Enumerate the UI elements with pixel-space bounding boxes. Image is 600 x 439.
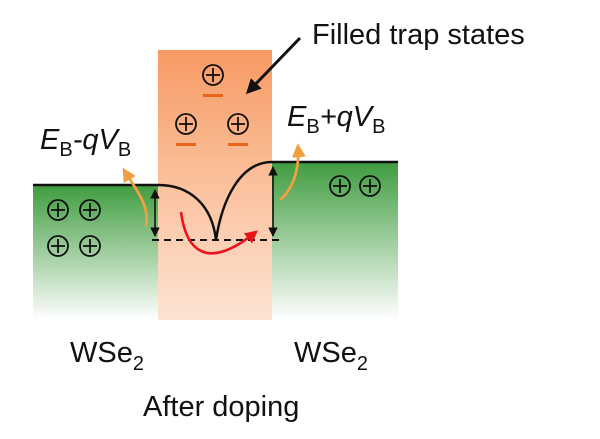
trap-state-icon [175, 113, 197, 146]
trap-pointer-arrow [245, 36, 302, 95]
circled-plus-icon [329, 175, 351, 197]
circled-plus-icon [47, 199, 69, 221]
left-material-label: WSe2 [70, 337, 144, 375]
right-barrier-label: EB+qVB [287, 101, 385, 138]
circled-plus-icon [47, 235, 69, 257]
right-emission-arrow [279, 143, 306, 202]
right-holes [329, 175, 381, 197]
circled-plus-icon [79, 199, 101, 221]
filled-trap-states-label: Filled trap states [312, 19, 525, 51]
transport-arrow [179, 211, 259, 255]
right-wse2-region [272, 162, 398, 320]
left-holes [47, 199, 101, 257]
caption: After doping [143, 391, 299, 423]
left-emission-arrow [122, 167, 149, 227]
doped-region [158, 50, 272, 320]
circled-plus-icon [79, 235, 101, 257]
trap-states [175, 64, 249, 146]
right-material-label: WSe2 [294, 337, 368, 375]
trap-state-icon [227, 113, 249, 146]
left-barrier-label: EB-qVB [40, 124, 131, 161]
circled-plus-icon [359, 175, 381, 197]
trap-state-icon [202, 64, 224, 97]
left-wse2-region [33, 185, 158, 320]
